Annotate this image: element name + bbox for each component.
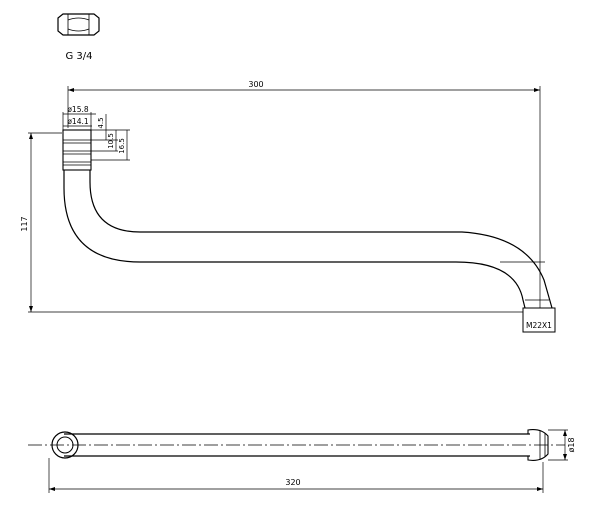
dimension-dia-inlet — [62, 112, 96, 130]
dimension-label-dia-inner: ø14.1 — [67, 117, 89, 126]
dimension-label-16-5: 16.5 — [118, 138, 126, 154]
dimension-label-10-5: 10.5 — [107, 133, 115, 149]
dimension-label-4-5: 4.5 — [97, 117, 105, 128]
outlet-thread-label: M22X1 — [526, 321, 552, 330]
dimension-fitting-heights — [91, 114, 130, 161]
dimension-dia-18 — [548, 429, 568, 461]
dimension-label-117: 117 — [20, 216, 29, 231]
spout-top-view — [28, 429, 565, 461]
dimension-label-dia-outer: ø15.8 — [67, 105, 89, 114]
spout-side-view — [62, 129, 556, 333]
thread-label: G 3/4 — [65, 51, 92, 62]
dimension-117 — [28, 132, 523, 313]
dimension-320 — [48, 458, 544, 493]
dimension-300 — [67, 86, 541, 308]
dimension-label-300: 300 — [248, 80, 263, 89]
hex-nut-icon — [57, 13, 100, 36]
dimension-label-320: 320 — [285, 478, 300, 487]
dimension-label-dia-18: ø18 — [567, 437, 576, 452]
